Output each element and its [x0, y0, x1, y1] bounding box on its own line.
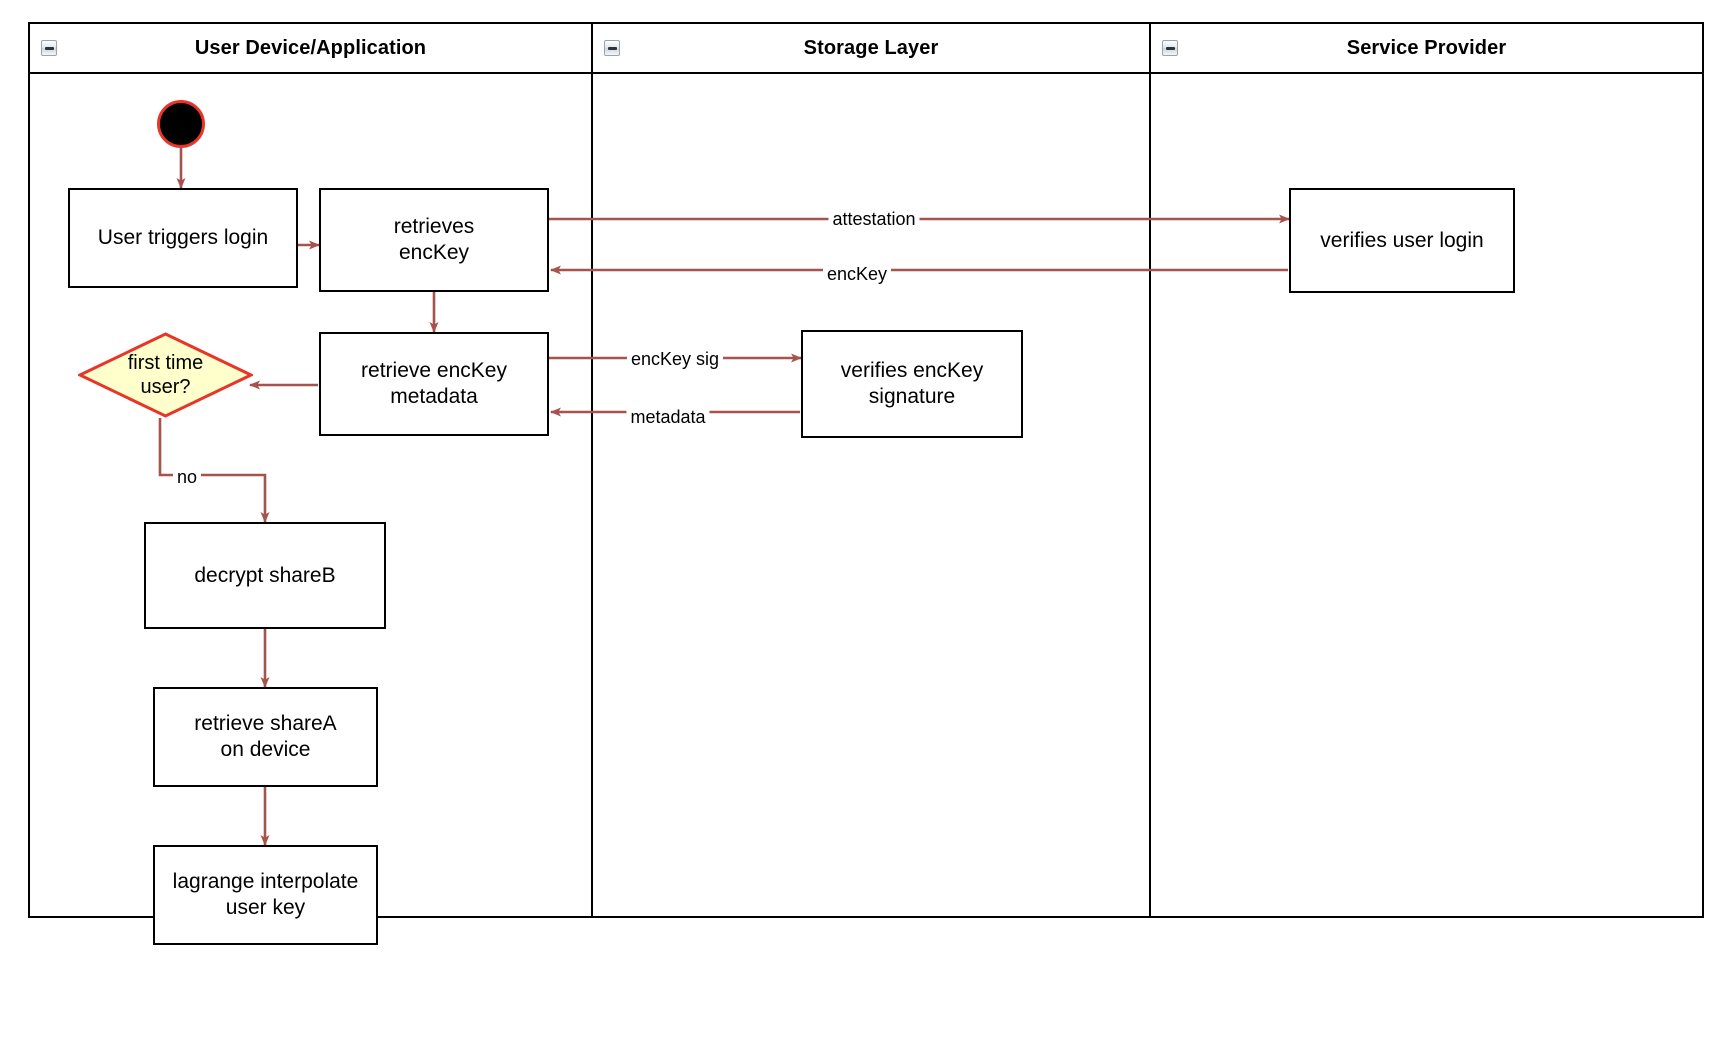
node-first-time-user-decision[interactable]: first time user? [78, 332, 253, 418]
collapse-minus-icon[interactable] [604, 40, 620, 56]
node-verifies-enckey-signature[interactable]: verifies encKey signature [801, 330, 1023, 438]
node-verifies-user-login[interactable]: verifies user login [1289, 188, 1515, 293]
edge-label-metadata: metadata [626, 406, 710, 428]
swimlane-title-storage-layer: Storage Layer [803, 36, 939, 59]
node-decrypt-shareb[interactable]: decrypt shareB [144, 522, 386, 629]
swimlane-service-provider[interactable]: Service Provider [1149, 24, 1702, 916]
start-node[interactable] [157, 100, 205, 148]
swimlane-header-user-device: User Device/Application [30, 24, 591, 74]
edge-label-enckey-sig: encKey sig [626, 348, 724, 370]
node-user-triggers-login[interactable]: User triggers login [68, 188, 298, 288]
swimlane-header-service-provider: Service Provider [1151, 24, 1702, 74]
swimlane-header-storage-layer: Storage Layer [593, 24, 1149, 74]
node-retrieve-enckey-metadata[interactable]: retrieve encKey metadata [319, 332, 549, 436]
swimlane-user-device[interactable]: User Device/Application [30, 24, 591, 916]
swimlane-storage-layer[interactable]: Storage Layer [591, 24, 1149, 916]
swimlane-title-user-device: User Device/Application [194, 36, 427, 59]
edge-label-attestation: attestation [828, 208, 920, 230]
collapse-minus-icon[interactable] [41, 40, 57, 56]
swimlane-pool: User Device/Application Storage Layer Se… [28, 22, 1704, 918]
collapse-minus-icon[interactable] [1162, 40, 1178, 56]
node-retrieves-enckey[interactable]: retrieves encKey [319, 188, 549, 292]
edge-label-no: no [172, 466, 202, 488]
node-lagrange-interpolate-user-key[interactable]: lagrange interpolate user key [153, 845, 378, 945]
edge-label-enckey: encKey [822, 263, 892, 285]
swimlane-title-service-provider: Service Provider [1346, 36, 1507, 59]
node-retrieve-sharea-on-device[interactable]: retrieve shareA on device [153, 687, 378, 787]
